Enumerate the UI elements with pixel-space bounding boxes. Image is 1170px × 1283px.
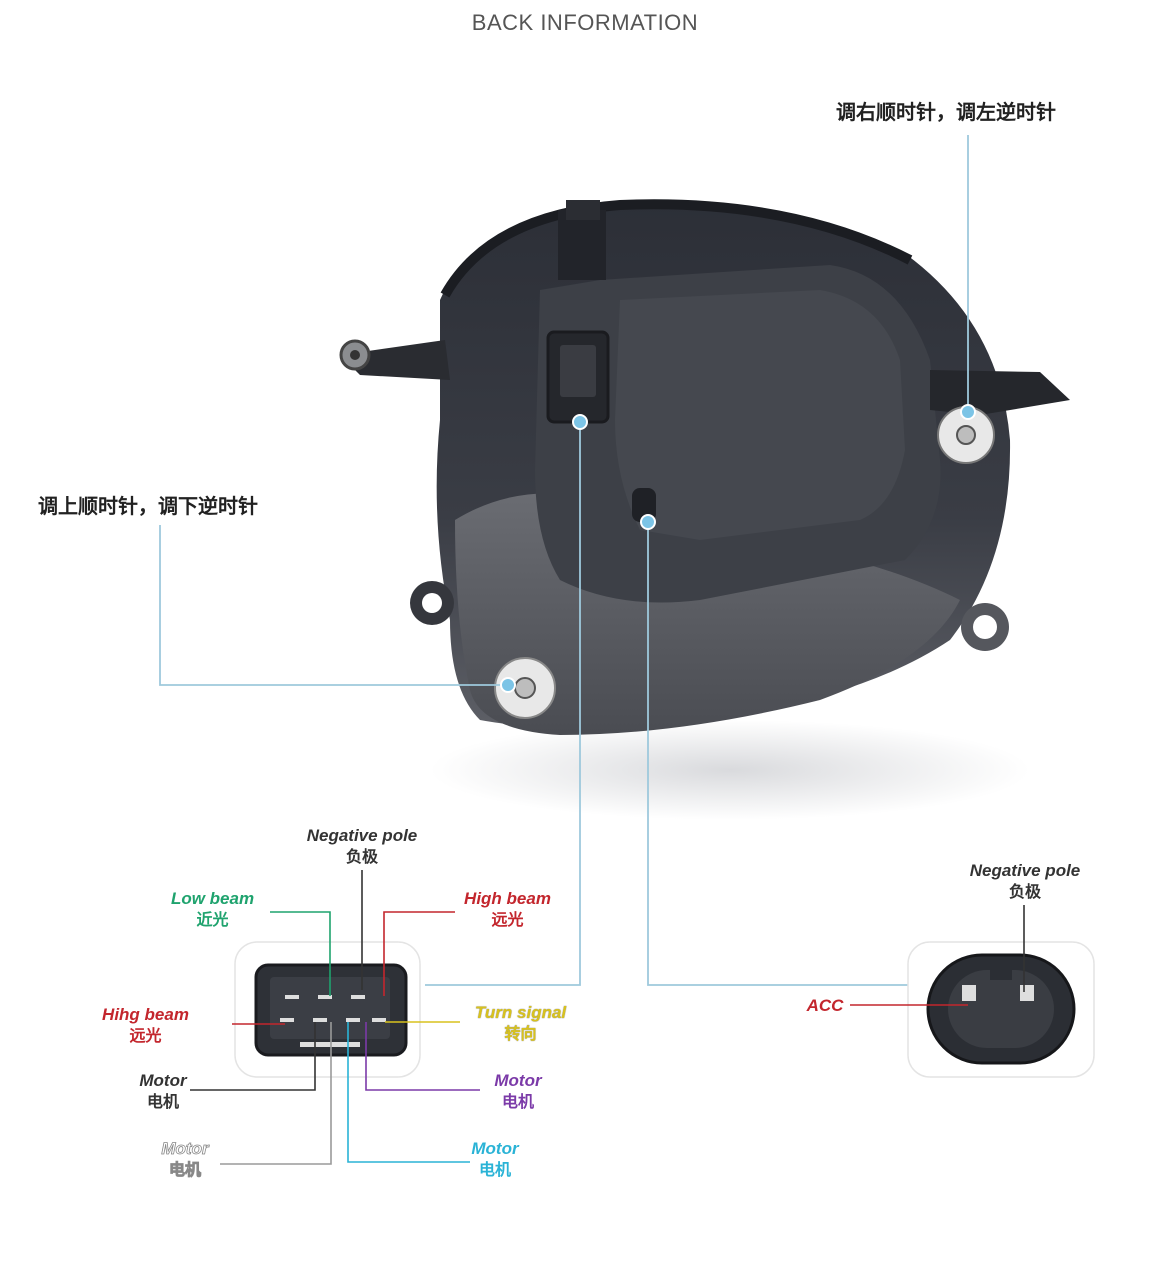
callout-line-lower-adjuster <box>159 525 508 686</box>
label-negative-pole: Negative pole 负极 <box>292 825 432 869</box>
label-motor-cyan: Motor 电机 <box>450 1138 540 1182</box>
main-connector-wires <box>190 870 480 1165</box>
main-connector <box>234 941 421 1078</box>
label-motor-cyan-cn: 电机 <box>478 1162 511 1179</box>
callout-lines <box>159 135 969 986</box>
label-high-beam-left-en: Hihg beam <box>102 1005 189 1024</box>
label-acc: ACC <box>800 995 850 1017</box>
label-high-beam-left-cn: 远光 <box>129 1028 162 1045</box>
label-negative-pole-cn: 负极 <box>345 849 378 866</box>
callout-line-acc <box>647 522 910 986</box>
pointer-dot-acc <box>640 514 656 530</box>
label-high-beam-right: High beam 远光 <box>450 888 565 932</box>
label-high-beam-right-en: High beam <box>464 889 551 908</box>
label-motor-cyan-en: Motor <box>471 1139 519 1158</box>
floor-shadow <box>430 720 1030 820</box>
label-turn-signal: Turn signal 转向 <box>458 1002 583 1046</box>
label-motor-black-cn: 电机 <box>146 1094 179 1111</box>
label-low-beam: Low beam 近光 <box>155 888 270 932</box>
label-motor-grey-cn: 电机 <box>168 1162 202 1180</box>
label-motor-purple-en: Motor <box>494 1071 542 1090</box>
label-high-beam-right-cn: 远光 <box>491 912 524 929</box>
headlamp-housing <box>339 199 1070 735</box>
label-low-beam-cn: 近光 <box>196 912 229 929</box>
label-turn-signal-en: Turn signal <box>474 1003 567 1022</box>
acc-connector-wires <box>850 905 1025 1006</box>
label-high-beam-left: Hihg beam 远光 <box>88 1004 203 1048</box>
label-acc-negative-pole-en: Negative pole <box>969 861 1081 880</box>
pointer-dots <box>500 404 976 693</box>
label-motor-grey-en: Motor <box>161 1139 209 1159</box>
label-acc-negative-pole: Negative pole 负极 <box>955 860 1095 904</box>
pointer-dot-main-plug <box>572 414 588 430</box>
label-motor-black-en: Motor <box>139 1071 187 1090</box>
label-turn-signal-cn: 转向 <box>504 1026 537 1043</box>
label-motor-purple-cn: 电机 <box>501 1094 534 1111</box>
label-negative-pole-en: Negative pole <box>306 826 418 845</box>
horizontal-adjust-note: 调右顺时针，调左逆时针 <box>836 100 1056 124</box>
label-motor-black: Motor 电机 <box>118 1070 208 1114</box>
label-low-beam-en: Low beam <box>170 889 255 908</box>
acc-connector <box>907 941 1095 1078</box>
callout-line-main-plug <box>425 422 581 986</box>
label-acc-en: ACC <box>806 996 844 1015</box>
label-motor-purple: Motor 电机 <box>473 1070 563 1114</box>
page-title: BACK INFORMATION <box>471 10 699 35</box>
pointer-dot-right-adjuster <box>960 404 976 420</box>
pointer-dot-lower-adjuster <box>500 677 516 693</box>
vertical-adjust-note: 调上顺时针，调下逆时针 <box>38 494 258 518</box>
label-motor-grey: Motor 电机 <box>140 1138 230 1182</box>
label-acc-negative-pole-cn: 负极 <box>1008 884 1041 901</box>
